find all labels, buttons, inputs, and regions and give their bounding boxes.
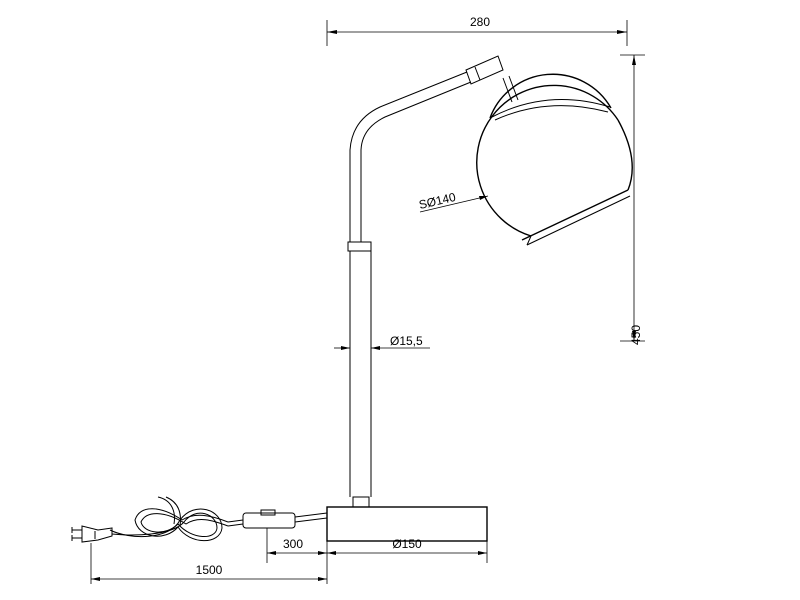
height-label: 450 [629, 325, 643, 345]
base-diameter-dimension: Ø150 [326, 537, 488, 584]
pole-diameter-dimension: Ø15,5 [334, 334, 430, 350]
lamp-pole [347, 241, 372, 508]
cable-length-dimension: 1500 [90, 543, 327, 584]
lamp-shade [476, 73, 633, 246]
width-label: 280 [470, 15, 490, 29]
height-dimension: 450 [620, 54, 645, 345]
lamp-cable [71, 496, 328, 543]
lamp-arm [349, 55, 504, 242]
pole-diameter-label: Ø15,5 [390, 334, 423, 348]
base-diameter-label: Ø150 [392, 537, 422, 551]
cable-length-label: 1500 [196, 563, 223, 577]
shade-diameter-callout: SØ140 [418, 190, 489, 213]
lamp-base [326, 506, 488, 542]
switch-distance-label: 300 [283, 537, 303, 551]
switch-distance-dimension: 300 [266, 528, 327, 563]
width-dimension: 280 [326, 15, 628, 46]
shade-diameter-label: SØ140 [418, 190, 458, 212]
